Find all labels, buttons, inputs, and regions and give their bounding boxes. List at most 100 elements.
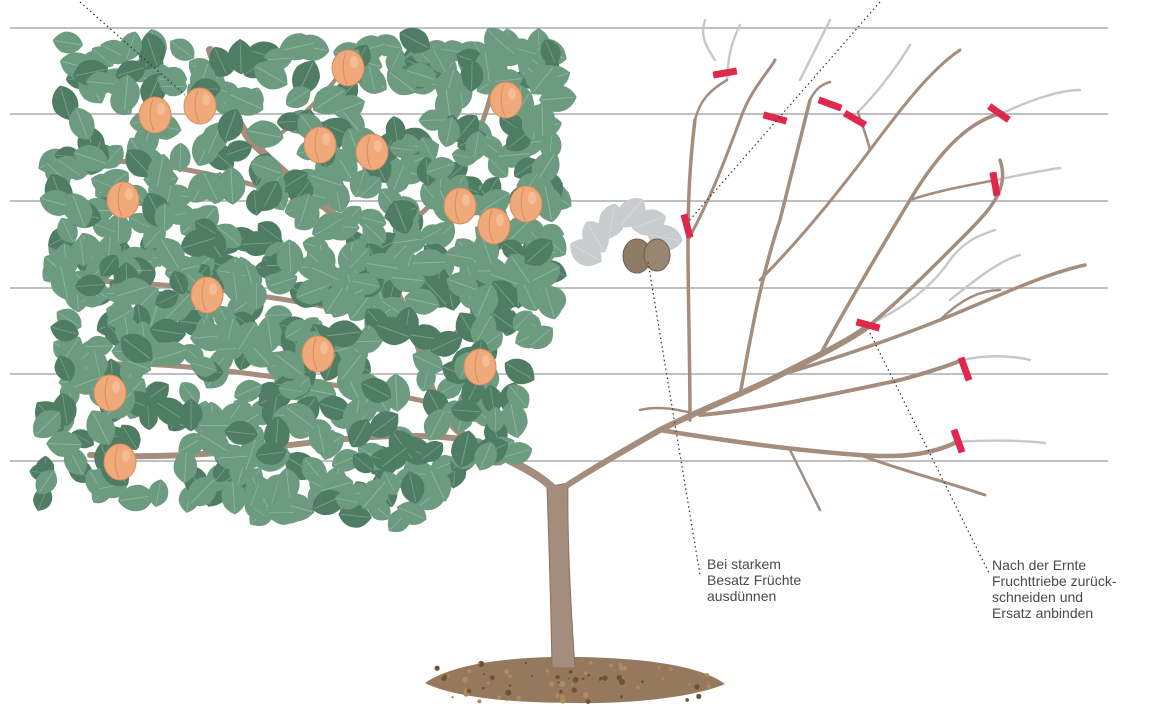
apricot-icon	[356, 134, 388, 170]
apricot-icon	[304, 127, 336, 163]
apricot-highlight	[209, 283, 217, 295]
leader-line	[648, 262, 700, 575]
apricot-icon	[510, 186, 542, 222]
soil-crumb	[555, 675, 559, 679]
apricot-body	[490, 82, 522, 118]
leaf	[51, 30, 85, 56]
apricot-body	[332, 50, 364, 86]
apricot-icon	[490, 82, 522, 118]
apricot-body	[94, 375, 126, 411]
callout-cut-line-2: Fruchttriebe zurück-	[992, 573, 1116, 589]
callout-thin-line-1: Bei starkem	[707, 556, 801, 572]
cut-marker-icon	[987, 103, 1011, 122]
soil-crumb	[589, 661, 592, 664]
new-shoot	[800, 20, 830, 80]
apricot-highlight	[322, 133, 330, 145]
pruned-tree-right	[560, 20, 1085, 510]
soil-crumb	[497, 695, 501, 699]
apricot-body	[464, 349, 496, 385]
soil-crumb	[587, 674, 590, 677]
soil-crumb	[504, 669, 509, 674]
soil-crumb	[557, 681, 559, 683]
soil-crumb	[509, 684, 512, 687]
soil-crumb	[586, 699, 591, 704]
apricot-icon	[464, 349, 496, 385]
soil-crumb	[599, 678, 601, 680]
soil-crumb	[531, 675, 533, 677]
new-shoot	[962, 356, 1030, 360]
cut-marker-icon	[713, 67, 738, 78]
soil-crumb	[582, 678, 585, 681]
soil-crumb	[705, 673, 709, 677]
soil-crumb	[609, 664, 613, 668]
fruit-cluster-icon	[564, 191, 685, 273]
cut-marker-icon	[989, 172, 1000, 197]
soil-crumb	[602, 675, 607, 680]
soil-crumb	[569, 670, 573, 674]
soil-crumb	[451, 696, 453, 698]
new-shoot	[858, 45, 910, 112]
leaf-vein	[542, 104, 543, 135]
soil-crumb	[490, 675, 495, 680]
soil-crumb	[559, 681, 565, 687]
right-twig	[790, 450, 820, 510]
apricot-icon	[94, 375, 126, 411]
apricot-highlight	[125, 188, 133, 200]
soil-crumb	[685, 698, 689, 702]
soil-crumb	[506, 690, 512, 696]
callout-cut-line-1: Nach der Ernte	[992, 557, 1116, 573]
soil-crumb	[571, 683, 574, 686]
right-branch-fork	[688, 60, 775, 240]
callout-cut-line-3: schneiden und	[992, 589, 1116, 605]
soil-crumb	[573, 677, 579, 683]
leaf	[499, 352, 541, 390]
new-shoot	[703, 20, 715, 60]
soil-crumb	[546, 669, 550, 673]
soil-crumb	[707, 685, 710, 688]
callout-cut-line-4: Ersatz anbinden	[992, 605, 1116, 621]
soil-crumb	[707, 682, 709, 684]
apricot-body	[478, 208, 510, 244]
soil-crumb	[443, 675, 447, 679]
callout-thin-line-2: Besatz Früchte	[707, 572, 801, 588]
apricot-body	[510, 186, 542, 222]
apricot-highlight	[202, 94, 210, 106]
soil-crumb	[477, 699, 481, 703]
apricot-body	[107, 182, 139, 218]
apricot-highlight	[374, 140, 382, 152]
apricot-body	[191, 277, 223, 313]
apricot-icon	[302, 336, 334, 372]
soil-crumb	[467, 669, 471, 673]
soil-crumb	[619, 666, 624, 671]
apricot-highlight	[482, 355, 490, 367]
soil-crumb	[559, 690, 562, 693]
right-branch-vertical	[688, 120, 695, 420]
trunk	[547, 483, 575, 668]
new-shoot	[996, 168, 1060, 180]
soil-crumb	[549, 682, 554, 687]
apricot-icon	[184, 88, 216, 124]
leader-line	[688, 2, 880, 222]
soil-crumb	[617, 675, 622, 680]
soil-crumb	[506, 699, 508, 701]
callout-thin-line-3: ausdünnen	[707, 588, 801, 604]
soil-crumb	[572, 687, 577, 692]
soil-crumb	[478, 662, 480, 664]
callout-after-harvest-cut: Nach der Ernte Fruchttriebe zurück- schn…	[992, 557, 1116, 621]
right-twig	[910, 180, 996, 200]
cluster-apricot	[644, 239, 670, 271]
right-branch-low	[660, 430, 957, 456]
apricot-body	[139, 97, 171, 133]
soil-crumb	[568, 678, 570, 680]
soil-crumb	[641, 680, 644, 683]
cut-marker-icon	[681, 214, 694, 239]
soil-crumb	[447, 675, 450, 678]
right-branch-top-right	[820, 113, 1003, 355]
apricot-highlight	[496, 214, 504, 226]
soil-crumb	[636, 686, 639, 689]
soil-crumb	[669, 667, 673, 671]
apricot-icon	[139, 97, 171, 133]
right-twig	[858, 112, 870, 150]
fruiting-tree-left	[26, 21, 578, 668]
soil-crumb	[516, 696, 521, 701]
